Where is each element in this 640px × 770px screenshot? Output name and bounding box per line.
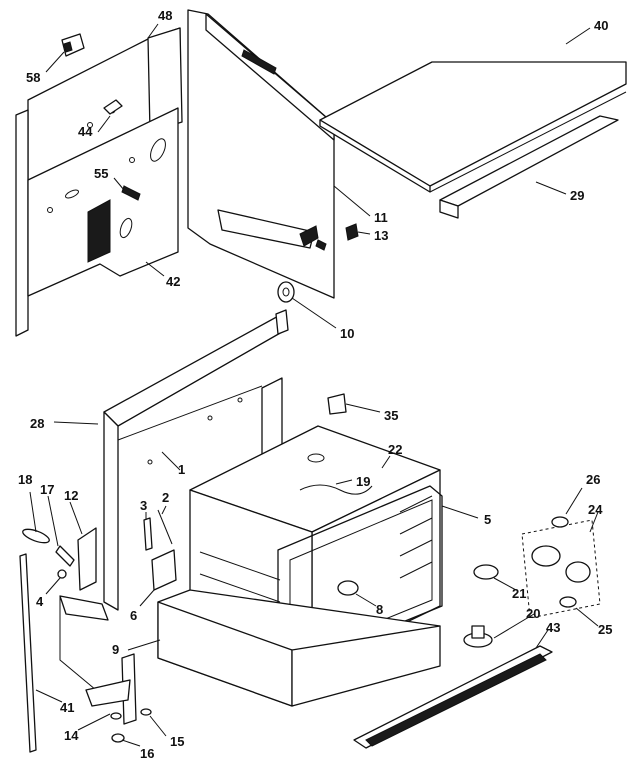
callout-8: 8: [376, 602, 383, 617]
callout-11: 11: [374, 210, 388, 225]
part-41: [19, 553, 37, 753]
part-14: [110, 712, 122, 720]
part-17: [55, 545, 75, 567]
callout-20: 20: [526, 606, 540, 621]
foot-20: [463, 625, 493, 648]
base-pan: [157, 589, 441, 707]
bracket-58: [61, 33, 85, 57]
part-3: [143, 517, 153, 551]
callout-55: 55: [94, 166, 108, 181]
callout-19: 19: [356, 474, 370, 489]
callout-22: 22: [388, 442, 402, 457]
callout-17: 17: [40, 482, 54, 497]
screw-55: [121, 185, 141, 201]
callout-35: 35: [384, 408, 398, 423]
callout-18: 18: [18, 472, 32, 487]
callout-41: 41: [60, 700, 74, 715]
callout-9: 9: [112, 642, 119, 657]
callout-5: 5: [484, 512, 491, 527]
callout-2: 2: [162, 490, 169, 505]
callout-29: 29: [570, 188, 584, 203]
callout-43: 43: [546, 620, 560, 635]
callout-16: 16: [140, 746, 154, 761]
callout-12: 12: [64, 488, 78, 503]
part-15: [140, 708, 152, 716]
callout-40: 40: [594, 18, 608, 33]
callout-10: 10: [340, 326, 354, 341]
part-16: [111, 733, 125, 743]
callout-21: 21: [512, 586, 526, 601]
part-18: [22, 528, 50, 544]
foot-21: [473, 564, 499, 580]
grommet-10: [277, 281, 295, 303]
clip-13: [345, 223, 359, 241]
clip-44: [103, 99, 123, 115]
part-12: [77, 527, 97, 591]
callout-58: 58: [26, 70, 40, 85]
side-wrapper-panel: [187, 9, 335, 299]
leader-lines: [29, 23, 599, 747]
part-4: [57, 569, 67, 579]
callout-4: 4: [36, 594, 44, 609]
rail-29: [439, 115, 619, 219]
part-35: [327, 393, 347, 415]
rear-lower-panel: [27, 107, 179, 297]
callout-6: 6: [130, 608, 137, 623]
callout-1: 1: [178, 462, 185, 477]
door-hinge-assembly: [59, 595, 137, 725]
thermostat-assembly: [521, 516, 601, 619]
part-6: [151, 549, 177, 591]
callout-3: 3: [140, 498, 147, 513]
callout-26: 26: [586, 472, 600, 487]
callout-25: 25: [598, 622, 612, 637]
callout-labels: 48 58 44 55 42 40 29 11 13 10 28 35 1 22…: [18, 8, 612, 761]
callout-48: 48: [158, 8, 172, 23]
callout-14: 14: [64, 728, 79, 743]
top-panel: [319, 61, 627, 193]
callout-13: 13: [374, 228, 388, 243]
callout-28: 28: [30, 416, 44, 431]
rail-43: [353, 645, 553, 749]
callout-24: 24: [588, 502, 603, 517]
callout-15: 15: [170, 734, 184, 749]
part-2: [157, 509, 173, 545]
callout-44: 44: [78, 124, 93, 139]
callout-42: 42: [166, 274, 180, 289]
